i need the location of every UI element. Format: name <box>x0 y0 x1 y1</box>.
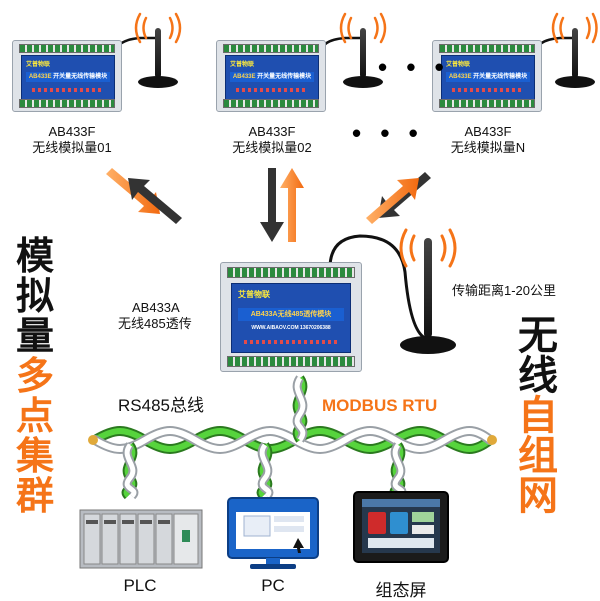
antenna-icon <box>113 28 178 88</box>
terminal-strip <box>439 99 535 108</box>
slave-module: 艾普物联 AB433E 开关量无线传输模块 <box>12 40 122 112</box>
bus-label: RS485总线 <box>118 396 204 415</box>
rs485-drop <box>121 442 139 500</box>
terminal-strip <box>227 267 355 278</box>
module-plate: AB433E 开关量无线传输模块 <box>26 72 110 82</box>
rs485-drop <box>256 442 274 500</box>
module-plate: AB433E 开关量无线传输模块 <box>446 72 530 82</box>
master-model: AB433A <box>132 300 180 315</box>
terminal-strip <box>19 44 115 53</box>
plc-icon <box>79 509 203 569</box>
slogan-char: 群 <box>15 474 54 518</box>
slave-name: 无线模拟量N <box>450 140 526 155</box>
master-label: AB433A 无线485透传 <box>118 300 222 332</box>
slave-module: 艾普物联 AB433E 开关量无线传输模块 <box>216 40 326 112</box>
left-slogan: 模 拟 量 多 点 集 群 <box>10 236 60 516</box>
arrow-icon <box>366 172 431 224</box>
terminal-strip <box>19 99 115 108</box>
module-website: WWW.AIBAOV.COM 13670206388 <box>251 325 331 331</box>
slave-label: AB433F 无线模拟量N <box>428 124 548 156</box>
module-panel: 艾普物联 AB433E 开关量无线传输模块 <box>225 55 319 101</box>
terminal-strip <box>439 44 535 53</box>
rs485-bus <box>88 426 497 454</box>
terminal-strip <box>227 356 355 367</box>
device-label-hmi: 组态屏 <box>375 581 427 600</box>
rs485-drop <box>292 375 308 443</box>
slave-model: AB433F <box>248 124 296 139</box>
module-leds <box>244 340 338 344</box>
module-panel: 艾普物联 AB433E 开关量无线传输模块 <box>21 55 115 101</box>
module-brand: 艾普物联 <box>446 62 471 68</box>
signal-waves-icon <box>134 12 182 44</box>
antenna-icon <box>533 28 595 88</box>
slave-name: 无线模拟量02 <box>232 140 312 155</box>
arrow-icon <box>106 168 182 224</box>
protocol-label: MODBUS RTU <box>322 396 438 415</box>
module-leds <box>32 88 104 92</box>
ellipsis-dots: • • • <box>378 52 450 82</box>
device-label-pc: PC <box>261 576 285 595</box>
terminal-strip <box>223 99 319 108</box>
arrow-icon <box>260 168 304 242</box>
slogan-char: 量 <box>15 314 54 358</box>
slave-label: AB433F 无线模拟量01 <box>12 124 132 156</box>
slave-name: 无线模拟量01 <box>32 140 112 155</box>
slogan-char: 集 <box>15 434 54 478</box>
module-leds <box>452 88 524 92</box>
slave-label: AB433F 无线模拟量02 <box>212 124 332 156</box>
touch-panel-icon <box>353 491 449 563</box>
module-brand: 艾普物联 <box>238 290 270 299</box>
distance-label: 传输距离1-20公里 <box>452 283 557 298</box>
slogan-char: 拟 <box>15 274 54 318</box>
device-label-plc: PLC <box>123 576 157 595</box>
module-brand: 艾普物联 <box>230 62 255 68</box>
signal-waves-icon <box>339 12 387 44</box>
slave-model: AB433F <box>48 124 96 139</box>
right-slogan: 无 线 自 组 网 <box>512 316 564 516</box>
terminal-strip <box>223 44 319 53</box>
slogan-char: 自 <box>518 393 558 439</box>
slogan-char: 点 <box>15 394 54 438</box>
slogan-char: 无 <box>518 313 558 359</box>
slogan-char: 线 <box>518 353 558 399</box>
slave-model: AB433F <box>464 124 512 139</box>
signal-waves-icon <box>399 228 457 268</box>
signal-waves-icon <box>551 12 598 44</box>
antenna-icon <box>328 234 456 354</box>
module-panel: 艾普物联 AB433A无线485透传模块 WWW.AIBAOV.COM 1367… <box>231 283 351 353</box>
slogan-char: 多 <box>15 354 54 398</box>
pc-icon <box>227 497 319 569</box>
module-leds <box>236 88 308 92</box>
master-name: 无线485透传 <box>118 316 192 331</box>
rs485-drop <box>389 442 407 498</box>
ellipsis-dots: • • • <box>352 118 424 148</box>
module-plate: AB433E 开关量无线传输模块 <box>230 72 314 82</box>
module-panel: 艾普物联 AB433E 开关量无线传输模块 <box>441 55 535 101</box>
module-plate: AB433A无线485透传模块 <box>238 308 344 321</box>
slave-module: 艾普物联 AB433E 开关量无线传输模块 <box>432 40 542 112</box>
slogan-char: 组 <box>518 433 558 479</box>
master-module: 艾普物联 AB433A无线485透传模块 WWW.AIBAOV.COM 1367… <box>220 262 362 372</box>
slogan-char: 模 <box>15 234 54 278</box>
slogan-char: 网 <box>518 473 558 519</box>
module-brand: 艾普物联 <box>26 62 51 68</box>
